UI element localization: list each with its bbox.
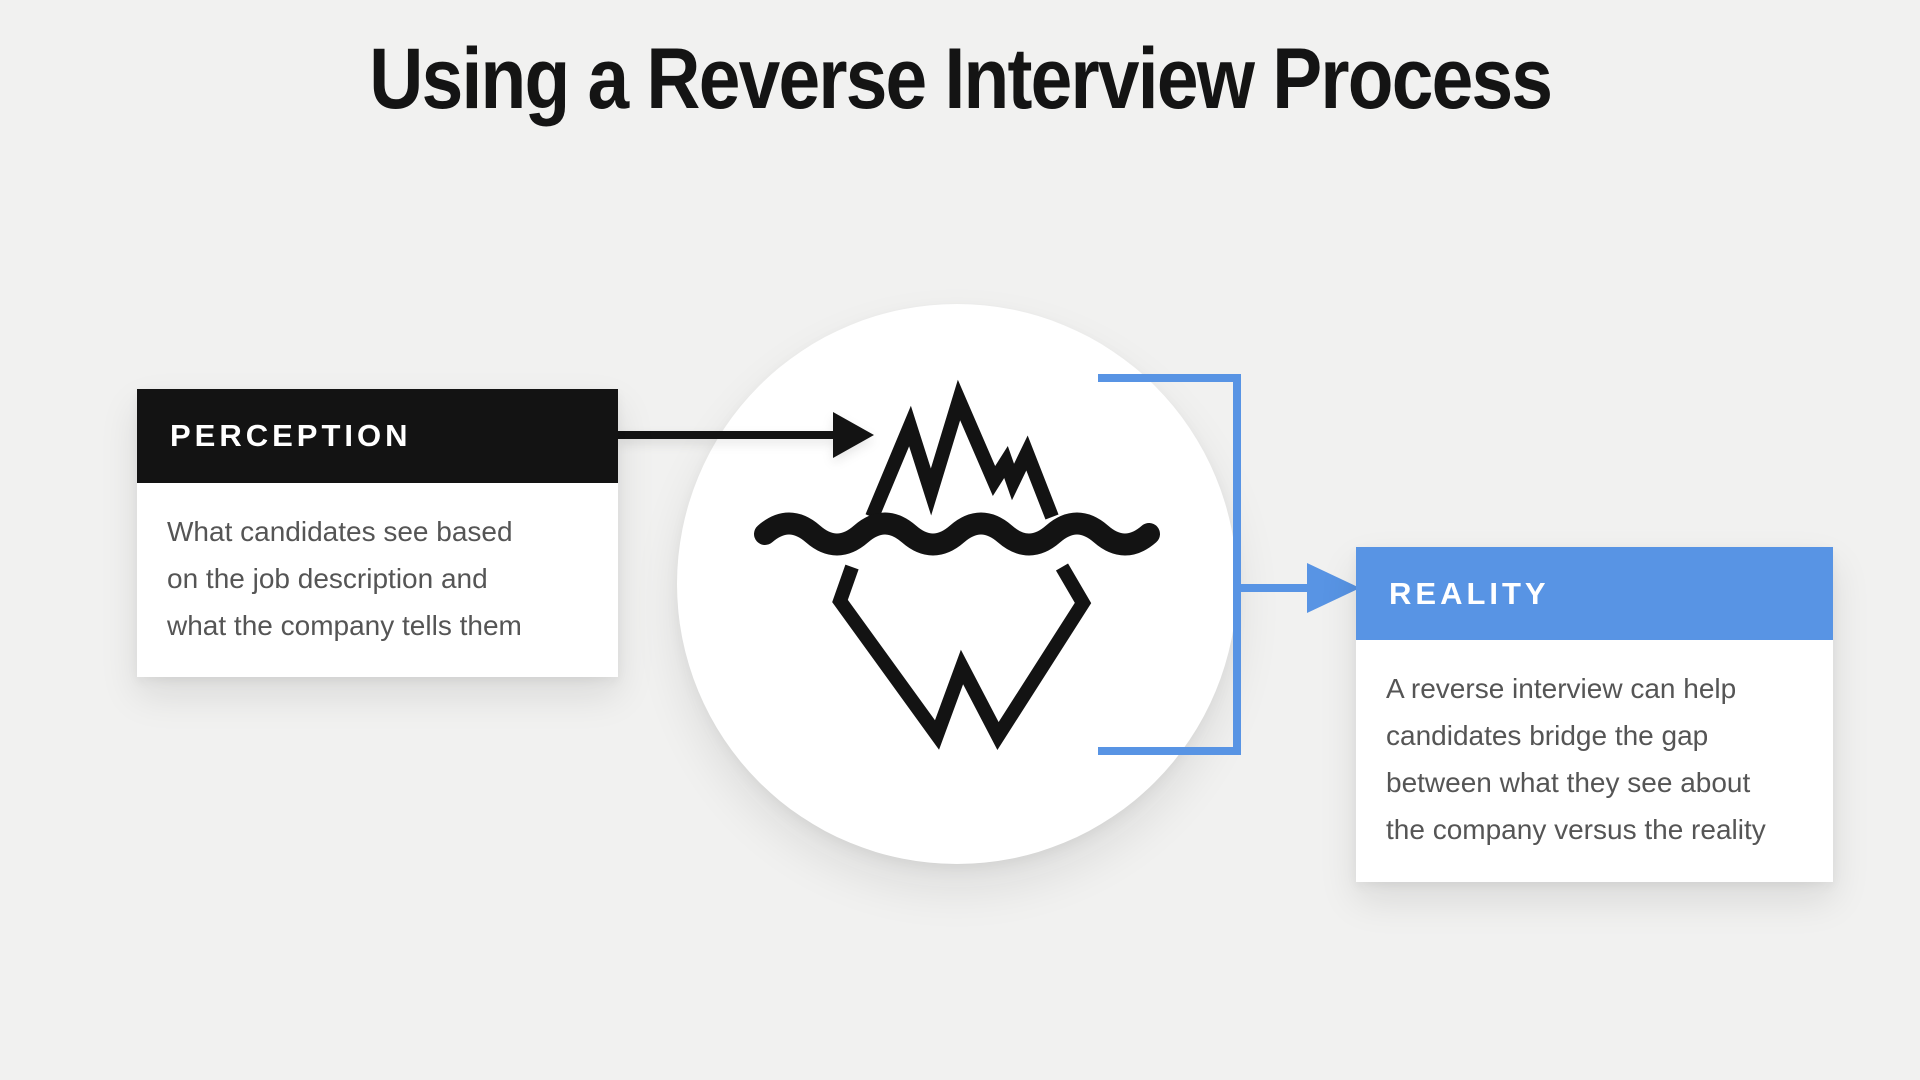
iceberg-underwater (832, 563, 1092, 750)
perception-header: PERCEPTION (137, 389, 618, 483)
perception-line: What candidates see based (167, 516, 513, 547)
perception-line: what the company tells them (167, 610, 522, 641)
reality-line: between what they see about (1386, 767, 1751, 798)
page-title-text: Using a Reverse Interview Process (369, 31, 1553, 127)
reality-line: the company versus the reality (1386, 814, 1766, 845)
iceberg-icon (754, 379, 1160, 750)
reality-label: REALITY (1389, 575, 1550, 611)
iceberg-circle (677, 304, 1237, 864)
reality-card: REALITY A reverse interview can help can… (1356, 547, 1833, 882)
reality-line: A reverse interview can help (1386, 673, 1737, 704)
page-title: Using a Reverse Interview Process (0, 36, 1920, 122)
iceberg-waterline (754, 512, 1160, 556)
iceberg-peaks (865, 379, 1059, 520)
perception-card: PERCEPTION What candidates see based on … (137, 389, 618, 677)
perception-line: on the job description and (167, 563, 488, 594)
reality-line: candidates bridge the gap (1386, 720, 1709, 751)
perception-label: PERCEPTION (170, 418, 412, 453)
reality-description: A reverse interview can help candidates … (1356, 640, 1833, 882)
perception-description: What candidates see based on the job des… (137, 483, 618, 677)
reality-header: REALITY (1356, 547, 1833, 640)
